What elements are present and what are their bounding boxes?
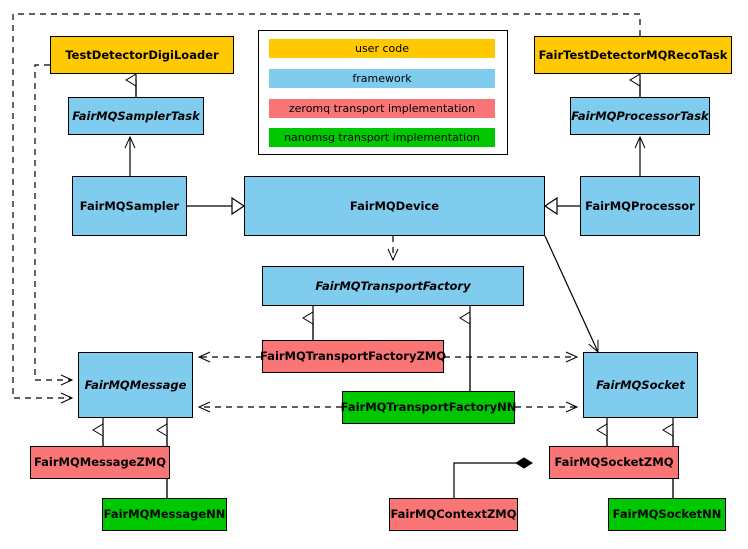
class-box-fairmqsocketzmq[interactable]: FairMQSocketZMQ [549,446,679,479]
class-box-fairmqmessagezmq[interactable]: FairMQMessageZMQ [30,446,170,479]
class-box-fairmqsocket[interactable]: FairMQSocket [583,352,698,418]
class-box-fairmqprocessortask[interactable]: FairMQProcessorTask [570,97,710,135]
class-box-fairtestdetectormqrecotask[interactable]: FairTestDetectorMQRecoTask [534,36,732,74]
class-box-fairmqsocketnn[interactable]: FairMQSocketNN [608,498,726,531]
class-box-fairmqmessage[interactable]: FairMQMessage [78,352,193,418]
class-box-fairmqsamplertask[interactable]: FairMQSamplerTask [68,97,204,135]
class-box-fairmqtransportfactoryzmq[interactable]: FairMQTransportFactoryZMQ [260,340,446,373]
class-box-fairmqdevice[interactable]: FairMQDevice [244,176,545,236]
class-box-fairmqtransportfactory[interactable]: FairMQTransportFactory [262,266,524,306]
legend-item-zeromq: zeromq transport implementation [269,99,495,118]
class-box-fairmqprocessor[interactable]: FairMQProcessor [580,176,700,236]
class-box-fairmqmessagenn[interactable]: FairMQMessageNN [102,498,227,531]
class-box-fairmqtransportfactorynn[interactable]: FairMQTransportFactoryNN [341,391,516,424]
class-box-fairmqsampler[interactable]: FairMQSampler [72,176,187,236]
class-box-testdetectordigiloader[interactable]: TestDetectorDigiLoader [50,36,234,74]
legend-item-user-code: user code [269,39,495,58]
legend-item-nanomsg: nanomsg transport implementation [269,128,495,147]
class-box-fairmqcontextzmq[interactable]: FairMQContextZMQ [389,498,518,531]
legend-panel: user code framework zeromq transport imp… [258,30,508,155]
legend-item-framework: framework [269,69,495,88]
